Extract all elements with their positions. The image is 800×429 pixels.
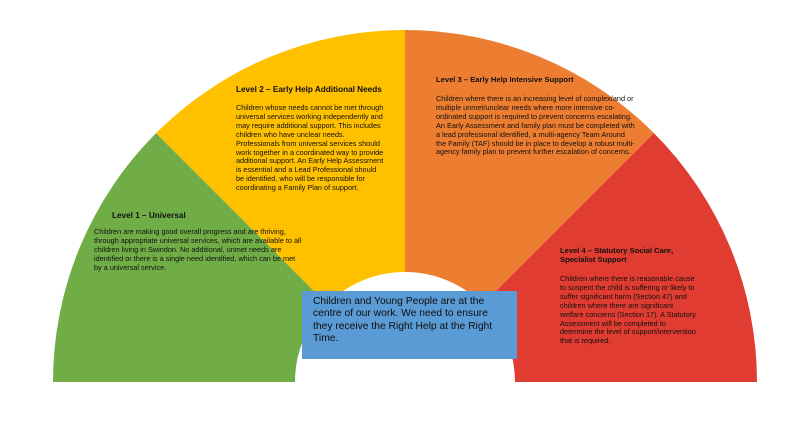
level4-title: Level 4 – Statutory Social Care, Special… [560,246,674,264]
level1-description: Children are making good overall progres… [94,227,302,272]
level4-description: Children where there is reasonable cause… [560,274,696,346]
level1-text: Level 1 – Universal Children are making … [94,211,302,273]
level1-title: Level 1 – Universal [112,211,186,220]
level3-description: Children where there is an increasing le… [436,94,635,157]
level3-segment [405,30,654,305]
level3-text: Level 3 – Early Help Intensive Support C… [436,75,636,157]
center-statement: Children and Young People are at the cen… [302,291,517,359]
level2-text: Level 2 – Early Help Additional Needs Ch… [236,85,414,193]
level2-title: Level 2 – Early Help Additional Needs [236,85,382,94]
level3-title: Level 3 – Early Help Intensive Support [436,75,574,84]
level2-description: Children whose needs cannot be met throu… [236,103,384,193]
level2-segment [156,30,405,305]
level4-segment [482,133,757,382]
level4-text: Level 4 – Statutory Social Care, Special… [560,246,710,346]
level1-segment [53,133,328,382]
